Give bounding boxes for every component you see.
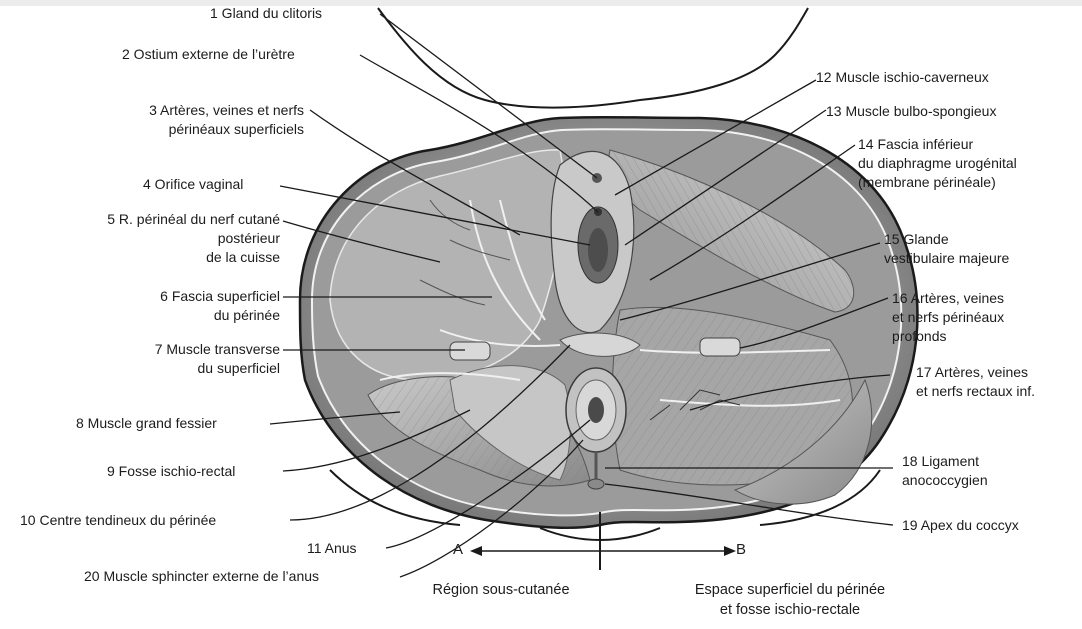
label-6-line-b: du périnée [110,306,280,325]
label-3-line-b: périnéaux superficiels [104,120,304,139]
label-1: 1 Gland du clitoris [210,4,322,23]
label-16: 16 Artères, veines et nerfs périnéaux pr… [892,289,1004,346]
label-14-line-c: (membrane périnéale) [858,173,1017,192]
label-17-line-a: 17 Artères, veines [916,363,1035,382]
label-15: 15 Glande vestibulaire majeure [884,230,1009,268]
label-19: 19 Apex du coccyx [902,516,1019,535]
coccyx-apex [588,479,604,489]
left-thigh-outline [378,8,640,108]
label-4: 4 Orifice vaginal [143,175,243,194]
label-5: 5 R. périnéal du nerf cutané postérieur … [8,210,280,267]
caption-right-line-a: Espace superficiel du périnée [660,580,920,600]
label-7-line-a: 7 Muscle transverse [110,340,280,359]
label-14-line-a: 14 Fascia inférieur [858,135,1017,154]
label-16-line-a: 16 Artères, veines [892,289,1004,308]
arrow-left [470,546,482,556]
label-16-line-b: et nerfs périnéaux [892,308,1004,327]
label-7: 7 Muscle transverse du superficiel [110,340,280,378]
label-9: 9 Fosse ischio-rectal [107,462,235,481]
label-15-line-b: vestibulaire majeure [884,249,1009,268]
label-16-line-c: profonds [892,327,1004,346]
arrow-right [724,546,736,556]
label-6: 6 Fascia superficiel du périnée [110,287,280,325]
label-10: 10 Centre tendineux du périnée [20,511,216,530]
label-20: 20 Muscle sphincter externe de l’anus [84,567,319,586]
label-13: 13 Muscle bulbo-spongieux [826,102,996,121]
label-3-line-a: 3 Artères, veines et nerfs [104,101,304,120]
anus [588,397,604,423]
label-14-line-b: du diaphragme urogénital [858,154,1017,173]
caption-right-line-b: et fosse ischio-rectale [660,600,920,620]
label-11: 11 Anus [307,539,357,558]
label-17: 17 Artères, veines et nerfs rectaux inf. [916,363,1035,401]
axis-label-a: A [453,541,463,558]
label-5-line-a: 5 R. périnéal du nerf cutané [8,210,280,229]
deep-vessel-stub [700,338,740,356]
label-18: 18 Ligament anococcygien [902,452,988,490]
label-14: 14 Fascia inférieur du diaphragme urogén… [858,135,1017,192]
left-vessel-stub [450,342,490,360]
label-18-line-a: 18 Ligament [902,452,988,471]
label-2: 2 Ostium externe de l’urètre [122,45,295,64]
right-thigh-outline [640,8,808,100]
caption-right: Espace superficiel du périnée et fosse i… [660,580,920,620]
label-3: 3 Artères, veines et nerfs périnéaux sup… [104,101,304,139]
caption-left: Région sous-cutanée [406,580,596,600]
label-8: 8 Muscle grand fessier [76,414,217,433]
label-15-line-a: 15 Glande [884,230,1009,249]
label-5-line-b: postérieur [8,229,280,248]
label-6-line-a: 6 Fascia superficiel [110,287,280,306]
axis-label-b: B [736,541,746,558]
label-7-line-b: du superficiel [110,359,280,378]
label-18-line-b: anococcygien [902,471,988,490]
label-12: 12 Muscle ischio-caverneux [816,68,989,87]
label-17-line-b: et nerfs rectaux inf. [916,382,1035,401]
label-5-line-c: de la cuisse [8,248,280,267]
